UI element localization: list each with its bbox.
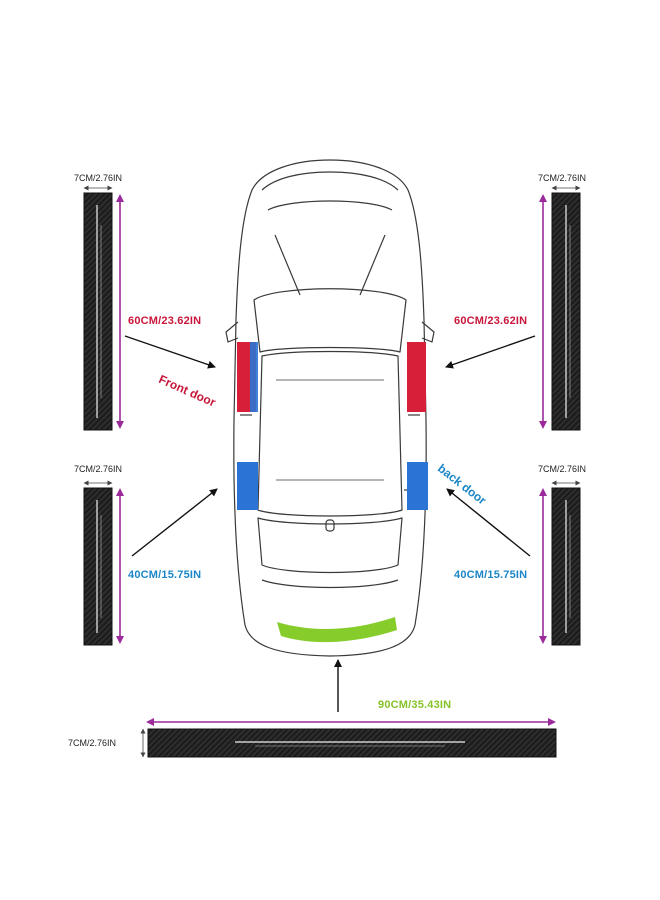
back-right-strip [551,487,581,646]
back-left-strip [83,487,113,646]
back-left-length-label: 40CM/15.75IN [128,569,202,581]
front-right-length-label: 60CM/23.62IN [454,315,528,327]
trunk-sill-marker [277,617,397,643]
back-left-sill-marker [237,462,258,510]
front-left-strip [83,192,113,431]
front-right-strip [551,192,581,431]
length-dimension-arrows [116,194,556,726]
front-right-sill-marker [407,342,426,412]
pointer-arrows [124,335,536,712]
back-right-width-label: 7CM/2.76IN [538,464,587,474]
trunk-strip [147,728,557,758]
front-left-length-label: 60CM/23.62IN [128,315,202,327]
back-left-width-label: 7CM/2.76IN [74,464,123,474]
front-left-sill-marker-tail [250,342,258,412]
trunk-length-label: 90CM/35.43IN [378,699,452,711]
back-right-length-label: 40CM/15.75IN [454,569,528,581]
front-right-width-label: 7CM/2.76IN [538,173,587,183]
trunk-width-label: 7CM/2.76IN [68,738,117,748]
back-right-sill-marker [407,462,428,510]
front-left-width-label: 7CM/2.76IN [74,173,123,183]
car-outline [225,159,435,657]
width-dimension-marks [83,185,581,758]
